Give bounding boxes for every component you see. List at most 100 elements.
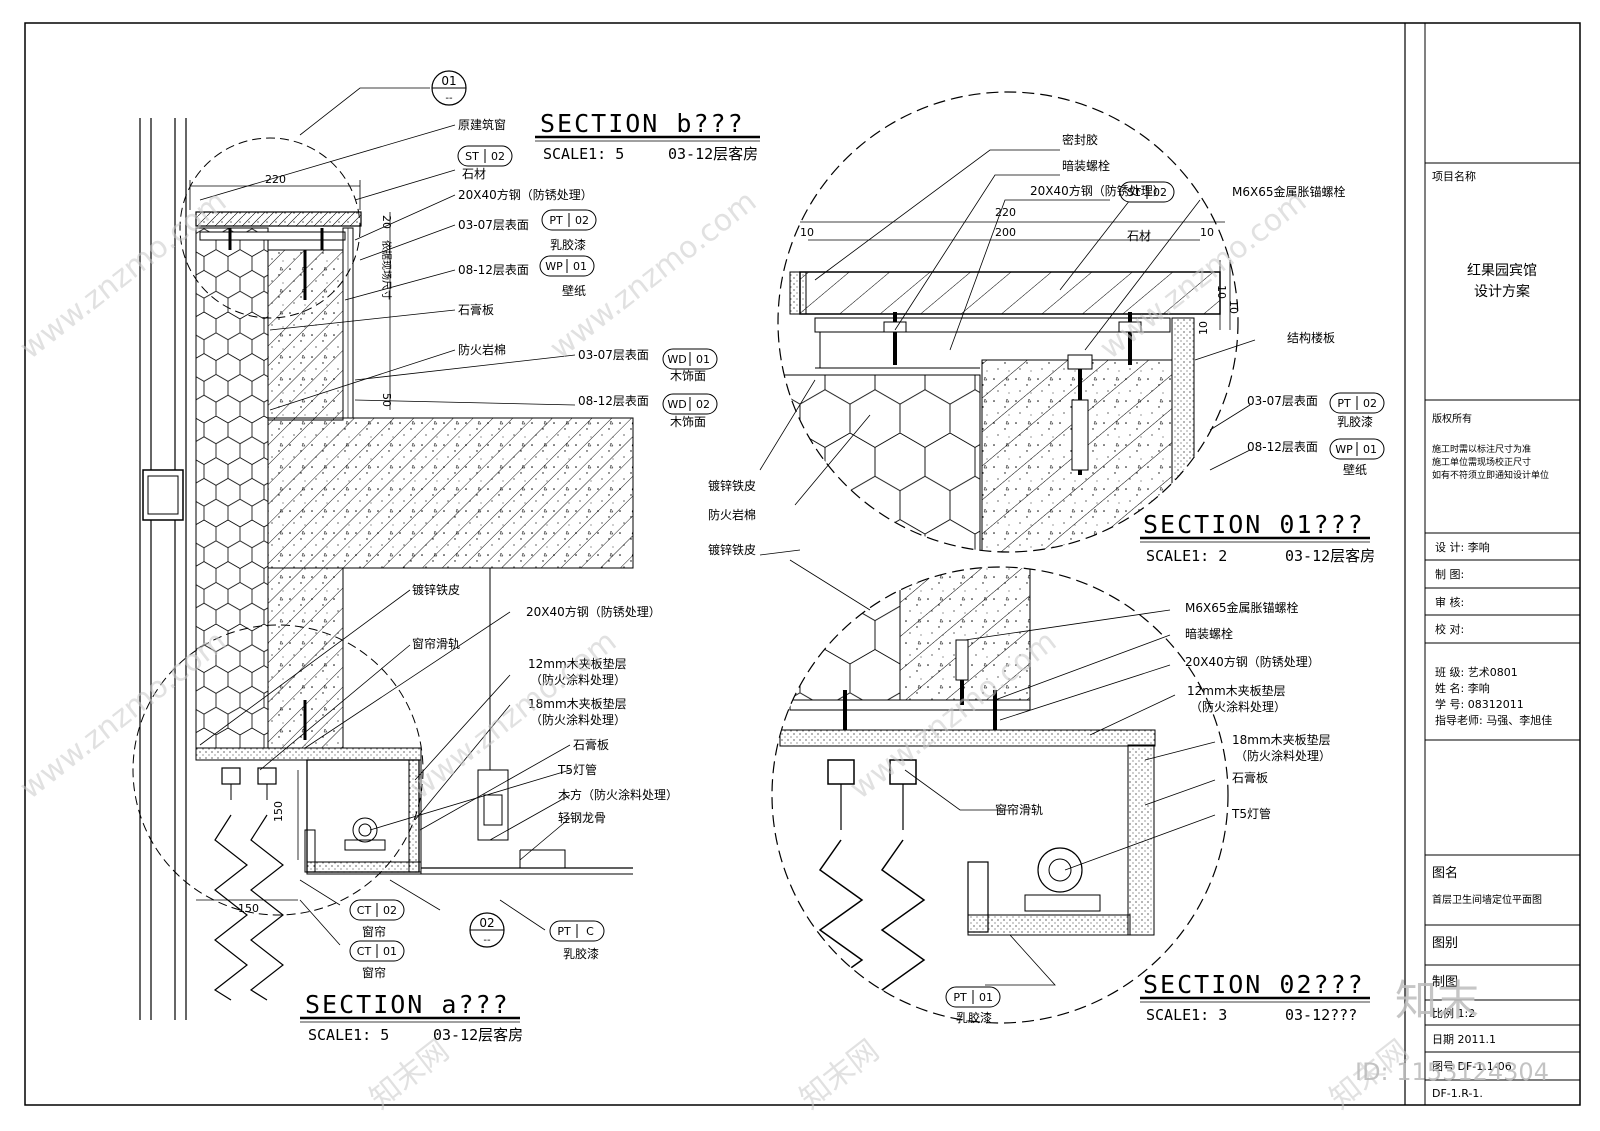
left-leaders — [199, 87, 576, 946]
s02-ply12a: 12mm木夹板垫层 — [1187, 683, 1286, 698]
tb-id: 学 号: 08312011 — [1435, 697, 1524, 711]
section-01-scale: SCALE1: 2 — [1146, 547, 1227, 565]
label-curtain2: 窗帘 — [362, 965, 386, 980]
s02-t5: T5灯管 — [1231, 806, 1271, 821]
tb-review: 审 核: — [1435, 595, 1464, 609]
section-a-scale: SCALE1: 5 — [308, 1026, 389, 1044]
tag-ct02-left: CT 02 — [349, 899, 405, 921]
tag-pt02-left-num: 02 — [575, 214, 589, 227]
section-b-title: SECTION b??? — [540, 109, 745, 138]
tag-pt02-s01-code: PT — [1337, 397, 1351, 410]
label-latex2: 乳胶漆 — [563, 946, 599, 961]
section-02-scale: SCALE1: 3 — [1146, 1006, 1227, 1024]
label-galv: 镀锌铁皮 — [412, 583, 460, 597]
tag-wp01-s01-code: WP — [1335, 443, 1353, 456]
tb-copyright: 版权所有 — [1432, 412, 1472, 425]
tag-wp01-s01: WP 01 — [1329, 438, 1385, 460]
s01-latex: 乳胶漆 — [1337, 414, 1373, 429]
s02-ply18a: 18mm木夹板垫层 — [1232, 732, 1331, 747]
callout-02-sub: -- — [483, 935, 491, 946]
label-f0812b: 08-12层表面 — [578, 394, 649, 408]
tag-ct02-left-code: CT — [357, 904, 372, 917]
tag-wp01-left-code: WP — [545, 260, 563, 273]
tag-wd02-left-num: 02 — [696, 398, 710, 411]
section-b-scale: SCALE1: 5 — [543, 145, 624, 163]
label-t5: T5灯管 — [557, 762, 597, 777]
section-a-floors: 03-12层客房 — [433, 1026, 523, 1044]
tag-st02-left-num: 02 — [491, 150, 505, 163]
dim-150a: 150 — [272, 801, 285, 822]
tag-pt02-s01: PT 02 — [1329, 392, 1385, 414]
label-rockwool: 防火岩棉 — [458, 342, 506, 357]
tag-st02-s01-code: ST — [1127, 186, 1141, 199]
dim-10c: 10 — [1215, 285, 1228, 299]
s01-bolt: 暗装螺栓 — [1062, 158, 1110, 173]
tb-note2: 施工单位需现场校正尺寸 — [1432, 456, 1531, 468]
label-timber: 木方（防火涂料处理） — [558, 787, 678, 802]
watermark-brand: 知末 — [1395, 976, 1479, 1025]
s01-rockwool: 防火岩棉 — [708, 507, 756, 522]
left-section-drawing — [132, 118, 634, 1020]
dim-10e: 10 — [1197, 321, 1210, 335]
label-vertical-note: 依据现场尺寸 — [380, 240, 393, 300]
tag-wd02-left-code: WD — [667, 398, 686, 411]
tag-pt01-s02-code: PT — [953, 991, 967, 1004]
left-labels: 原建筑窗 石材 20X40方钢（防锈处理） 03-07层表面 乳胶漆 08-12… — [362, 117, 706, 980]
label-ply18a: 18mm木夹板垫层 — [528, 696, 627, 711]
tag-ct02-left-num: 02 — [383, 904, 397, 917]
dimensions: 220 20 50 150 150 220 200 10 10 10 10 10 — [238, 173, 1240, 915]
dim-20a: 20 — [380, 215, 393, 229]
tb-class: 班 级: 艺术0801 — [1435, 666, 1518, 679]
section-b-floors: 03-12层客房 — [668, 145, 758, 163]
tag-ct01-left-num: 01 — [383, 945, 397, 958]
tag-wp01-s01-num: 01 — [1363, 443, 1377, 456]
section-a-title: SECTION a??? — [305, 990, 510, 1019]
tag-ct01-left: CT 01 — [349, 940, 405, 962]
section-02-title: SECTION 02??? — [1143, 970, 1365, 999]
tag-st02-left-code: ST — [465, 150, 479, 163]
dim-200: 200 — [995, 226, 1016, 239]
s01-wallpaper: 壁纸 — [1343, 462, 1367, 477]
title-block-frame — [1424, 22, 1581, 1106]
tb-extra: DF-1.R-1. — [1432, 1087, 1483, 1100]
section-02-floors: 03-12??? — [1285, 1006, 1357, 1024]
callout-01-num: 01 — [441, 74, 456, 88]
tb-design: 设 计: 李响 — [1435, 540, 1490, 554]
label-ply12b: （防火涂料处理） — [530, 672, 626, 687]
tag-wd01-left-code: WD — [667, 353, 686, 366]
tb-drawing-name-label: 图名 — [1432, 865, 1458, 881]
tb-check: 校 对: — [1435, 622, 1464, 636]
label-ply18b: （防火涂料处理） — [530, 712, 626, 727]
title-block-lines — [1425, 162, 1580, 1081]
tag-pt02-s01-num: 02 — [1363, 397, 1377, 410]
tag-wp01-left-num: 01 — [573, 260, 587, 273]
callout-02: 02 -- — [469, 912, 505, 948]
section-02-leaders — [759, 549, 1216, 986]
tb-scale: 比例 1:2 — [1432, 1006, 1475, 1020]
section-title-underlines — [300, 135, 1370, 1023]
s01-anchor: M6X65金属胀锚螺栓 — [1232, 184, 1345, 199]
label-ply12a: 12mm木夹板垫层 — [528, 656, 627, 671]
tag-ptc-left-num: C — [586, 925, 594, 938]
dim-150b: 150 — [238, 902, 259, 915]
callout-01-sub: -- — [445, 93, 453, 104]
s02-galv: 镀锌铁皮 — [708, 543, 756, 557]
tb-project-label: 项目名称 — [1432, 169, 1476, 183]
label-wood1: 木饰面 — [670, 369, 706, 383]
s02-anchor: M6X65金属胀锚螺栓 — [1185, 600, 1298, 615]
s01-sealant: 密封胶 — [1062, 132, 1098, 147]
tag-wp01-left: WP 01 — [539, 255, 595, 277]
label-wood2: 木饰面 — [670, 415, 706, 429]
s02-ply12b: （防火涂料处理） — [1190, 699, 1286, 714]
section-01-floors: 03-12层客房 — [1285, 547, 1375, 565]
section-02-labels: 镀锌铁皮 M6X65金属胀锚螺栓 暗装螺栓 20X40方钢（防锈处理） 12mm… — [708, 543, 1331, 1025]
dim-220a: 220 — [265, 173, 286, 186]
callout-01: 01 -- — [431, 70, 467, 106]
tag-ct01-left-code: CT — [357, 945, 372, 958]
s01-galv: 镀锌铁皮 — [708, 479, 756, 493]
label-f0812: 08-12层表面 — [458, 263, 529, 277]
